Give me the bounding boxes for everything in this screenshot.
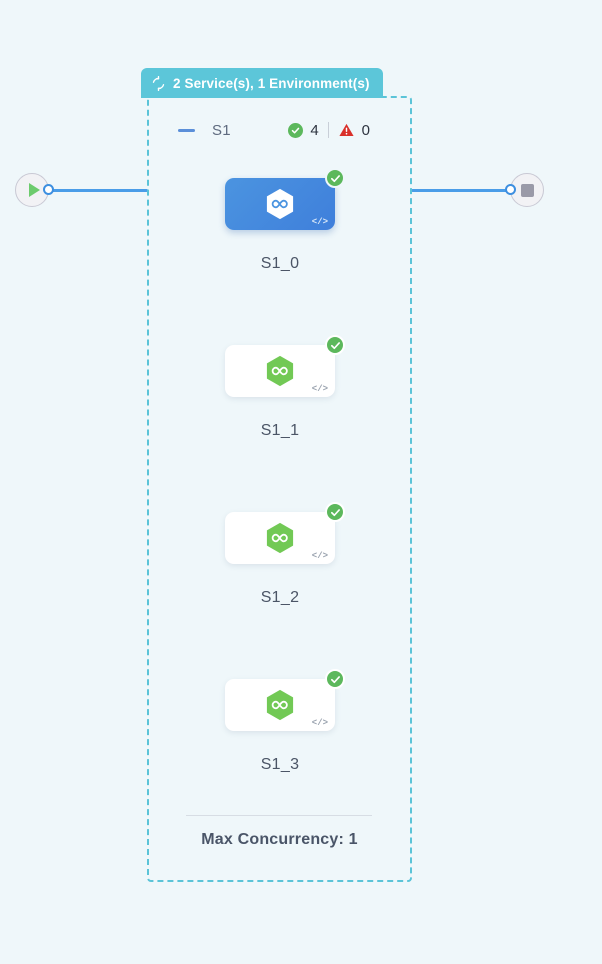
hexagon-infinity-icon — [263, 521, 297, 555]
node-card[interactable]: </> — [225, 335, 345, 397]
code-brackets-icon[interactable]: </> — [311, 384, 328, 394]
collapse-toggle-icon[interactable] — [178, 128, 195, 132]
group-tab-header[interactable]: 2 Service(s), 1 Environment(s) — [141, 68, 383, 98]
hexagon-infinity-icon — [263, 354, 297, 388]
edge-group-to-end[interactable] — [411, 189, 515, 192]
warning-triangle-icon — [338, 122, 355, 138]
service-name-label: S1 — [212, 121, 231, 139]
stop-icon — [520, 183, 534, 197]
check-circle-icon — [325, 502, 345, 522]
code-brackets-icon[interactable]: </> — [311, 217, 328, 227]
node-card[interactable]: </> — [225, 502, 345, 564]
max-concurrency-label: Max Concurrency: 1 — [201, 831, 358, 848]
loop-refresh-icon — [151, 75, 166, 91]
hexagon-infinity-icon — [263, 688, 297, 722]
node-card[interactable]: </> — [225, 669, 345, 731]
status-divider — [327, 122, 329, 138]
service-header-row: S1 4 0 — [162, 118, 397, 142]
start-node-handle[interactable] — [43, 184, 54, 195]
warning-count: 0 — [361, 121, 370, 139]
code-brackets-icon[interactable]: </> — [311, 551, 328, 561]
footer-divider — [186, 815, 372, 816]
node-label: S1_0 — [260, 255, 300, 272]
service-status-group: 4 0 — [288, 122, 370, 139]
code-brackets-icon[interactable]: </> — [311, 718, 328, 728]
node-label: S1_2 — [260, 589, 300, 606]
end-node-handle[interactable] — [505, 184, 516, 195]
edge-start-to-group[interactable] — [47, 189, 148, 192]
success-count: 4 — [310, 121, 319, 139]
node-label: S1_1 — [260, 422, 300, 439]
check-circle-icon — [288, 122, 304, 138]
group-tab-label: 2 Service(s), 1 Environment(s) — [173, 75, 370, 91]
check-circle-icon — [325, 669, 345, 689]
play-icon — [28, 183, 40, 197]
hexagon-infinity-icon — [263, 187, 297, 221]
node-card[interactable]: </> — [225, 168, 345, 230]
node-label: S1_3 — [260, 756, 300, 773]
check-circle-icon — [325, 168, 345, 188]
check-circle-icon — [325, 335, 345, 355]
